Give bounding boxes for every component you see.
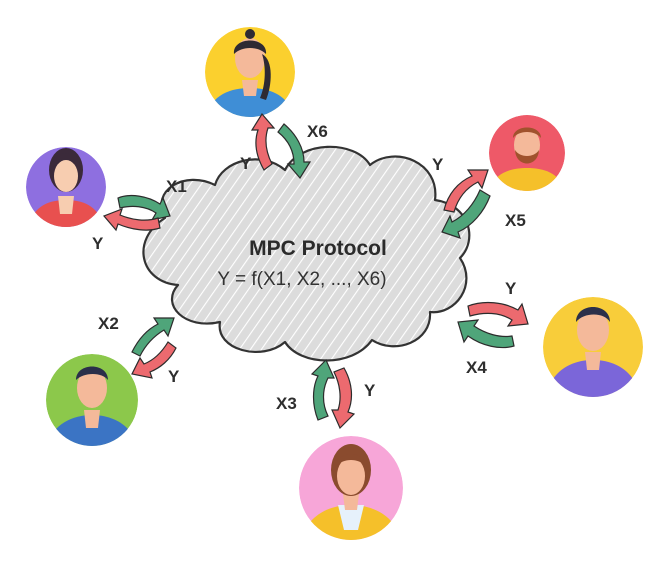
x1-input-arrow (117, 194, 171, 221)
y2-label: Y (168, 367, 180, 386)
y1-label: Y (92, 234, 104, 253)
x6-output-arrow (250, 112, 276, 171)
party-5 (489, 115, 565, 191)
y6-label: Y (240, 154, 252, 173)
x2-label: X2 (98, 314, 119, 333)
x2-input-arrow (131, 317, 175, 357)
x1-output-arrow (102, 207, 161, 232)
x3-label: X3 (276, 394, 297, 413)
x4-input-arrow (457, 319, 515, 349)
x5-output-arrow (443, 169, 489, 213)
man-avatar-icon (543, 297, 643, 397)
party-3 (299, 436, 403, 540)
mpc-cloud: MPC Protocol Y = f(X1, X2, ..., X6) (142, 145, 471, 362)
x1-label: X1 (166, 177, 187, 196)
party-2 (46, 354, 138, 446)
x5-input-arrow (441, 189, 491, 239)
party-4 (543, 297, 643, 397)
party-1 (26, 147, 106, 227)
y4-label: Y (505, 279, 517, 298)
woman-avatar-icon (299, 436, 403, 540)
y5-label: Y (432, 155, 444, 174)
x3-input-arrow (310, 358, 335, 421)
x3-output-arrow (331, 367, 356, 430)
x4-label: X4 (466, 358, 487, 377)
y3-label: Y (364, 381, 376, 400)
party-6 (205, 27, 295, 117)
x2-output-arrow (131, 341, 177, 379)
bearded-man-avatar-icon (489, 115, 565, 191)
woman-avatar-icon (205, 27, 295, 117)
x4-output-arrow (467, 301, 529, 327)
man-avatar-icon (46, 354, 138, 446)
woman-avatar-icon (26, 147, 106, 227)
cloud-shape (142, 145, 471, 362)
x6-label: X6 (307, 122, 328, 141)
cloud-formula: Y = f(X1, X2, ..., X6) (217, 269, 386, 290)
x6-input-arrow (277, 123, 312, 180)
x5-label: X5 (505, 211, 526, 230)
cloud-title: MPC Protocol (249, 237, 387, 260)
